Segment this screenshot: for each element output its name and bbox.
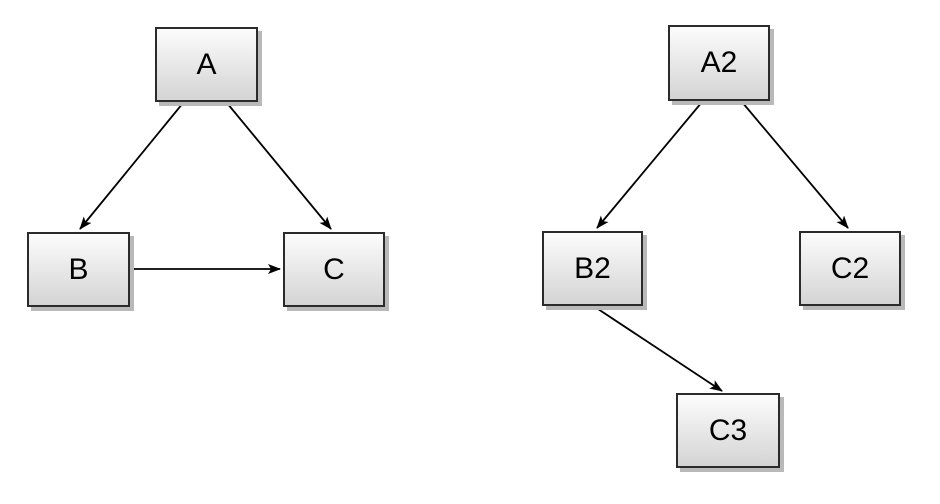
node-label-A2: A2	[700, 46, 738, 79]
edge-A2-B2	[596, 101, 703, 229]
node-B2: B2	[542, 231, 643, 306]
node-label-A: A	[196, 47, 217, 81]
edge-A-C	[226, 102, 332, 230]
edge-A2-C2	[741, 101, 849, 229]
node-C: C	[283, 232, 385, 307]
node-C2: C2	[799, 231, 901, 306]
node-A: A	[155, 27, 258, 102]
node-label-B2: B2	[574, 251, 611, 285]
node-B: B	[27, 232, 130, 307]
node-label-C: C	[323, 252, 345, 286]
edge-B2-C3	[594, 306, 723, 392]
node-label-B: B	[68, 252, 89, 286]
edge-A-B	[79, 102, 184, 230]
node-A2: A2	[668, 25, 770, 101]
node-label-C3: C3	[708, 413, 748, 447]
node-C3: C3	[676, 393, 780, 468]
node-label-C2: C2	[830, 251, 870, 285]
